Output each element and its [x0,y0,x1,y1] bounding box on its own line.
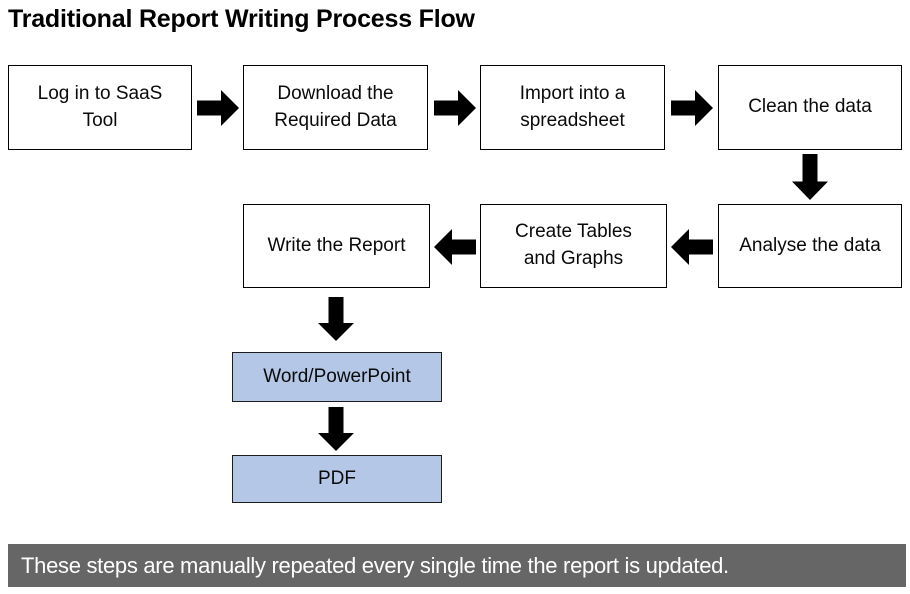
node-create-tables-graphs-label: Create Tables and Graphs [515,221,632,269]
node-word-powerpoint: Word/PowerPoint [232,352,442,402]
node-analyse-data: Analyse the data [718,204,902,288]
node-login-saas: Log in to SaaS Tool [8,65,192,150]
node-pdf-label: PDF [318,467,356,489]
node-import-spreadsheet: Import into a spreadsheet [480,65,665,150]
node-create-tables-graphs: Create Tables and Graphs [480,204,667,288]
node-clean-data: Clean the data [718,65,902,150]
analyse-to-create-arrow-left-icon [671,229,713,265]
node-import-spreadsheet-label: Import into a spreadsheet [519,82,626,131]
footer-banner-text: These steps are manually repeated every … [21,552,729,578]
footer-banner: These steps are manually repeated every … [8,544,906,587]
node-pdf: PDF [232,455,442,503]
page-title: Traditional Report Writing Process Flow [8,5,475,33]
node-login-saas-label: Log in to SaaS Tool [37,82,163,131]
node-download-data-label: Download the Required Data [274,82,397,131]
node-clean-data-label: Clean the data [748,96,872,118]
node-analyse-data-label: Analyse the data [739,234,881,256]
login-to-download-arrow-right-icon [197,90,239,126]
write-to-word-arrow-down-icon [318,297,354,341]
node-word-powerpoint-label: Word/PowerPoint [263,365,411,387]
node-write-report-label: Write the Report [267,234,406,256]
word-to-pdf-arrow-down-icon [318,407,354,451]
node-write-report: Write the Report [243,204,430,288]
create-to-write-arrow-left-icon [434,229,476,265]
import-to-clean-arrow-right-icon [671,90,713,126]
clean-to-analyse-arrow-down-icon [792,154,828,200]
node-download-data: Download the Required Data [243,65,428,150]
download-to-import-arrow-right-icon [434,90,476,126]
